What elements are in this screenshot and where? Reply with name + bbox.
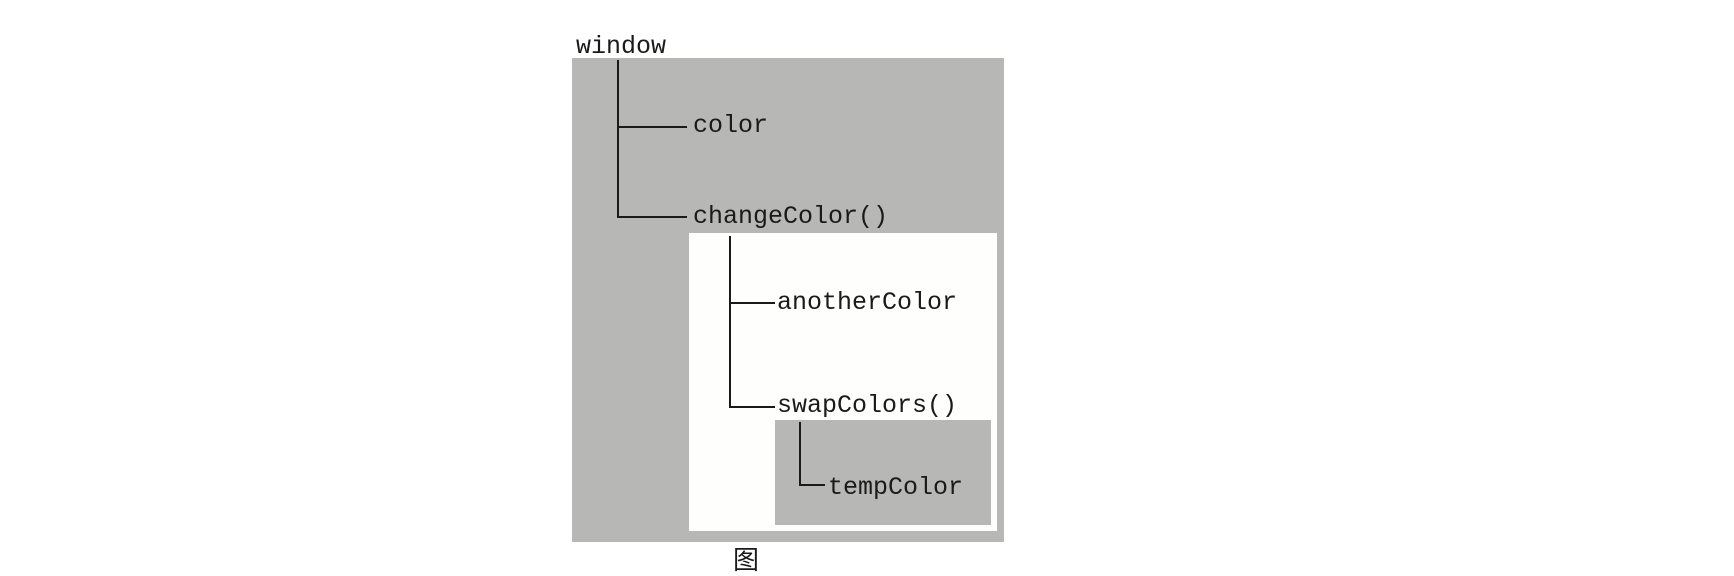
color-label: color [693, 111, 769, 140]
figure-caption: 图 [733, 546, 760, 576]
temp-color-branch [799, 484, 825, 486]
swap-colors-scope-box [775, 420, 991, 525]
another-color-label: anotherColor [777, 288, 958, 317]
swap-colors-label: swapColors() [777, 391, 958, 420]
color-branch [617, 126, 687, 128]
change-color-label: changeColor() [693, 202, 889, 231]
swap-colors-branch [729, 406, 775, 408]
temp-color-label: tempColor [828, 473, 964, 502]
window-label: window [576, 32, 667, 61]
change-color-tree-trunk [729, 236, 731, 408]
swap-colors-tree-trunk [799, 422, 801, 486]
window-tree-trunk [617, 60, 619, 218]
change-color-branch [617, 216, 687, 218]
another-color-branch [729, 302, 775, 304]
